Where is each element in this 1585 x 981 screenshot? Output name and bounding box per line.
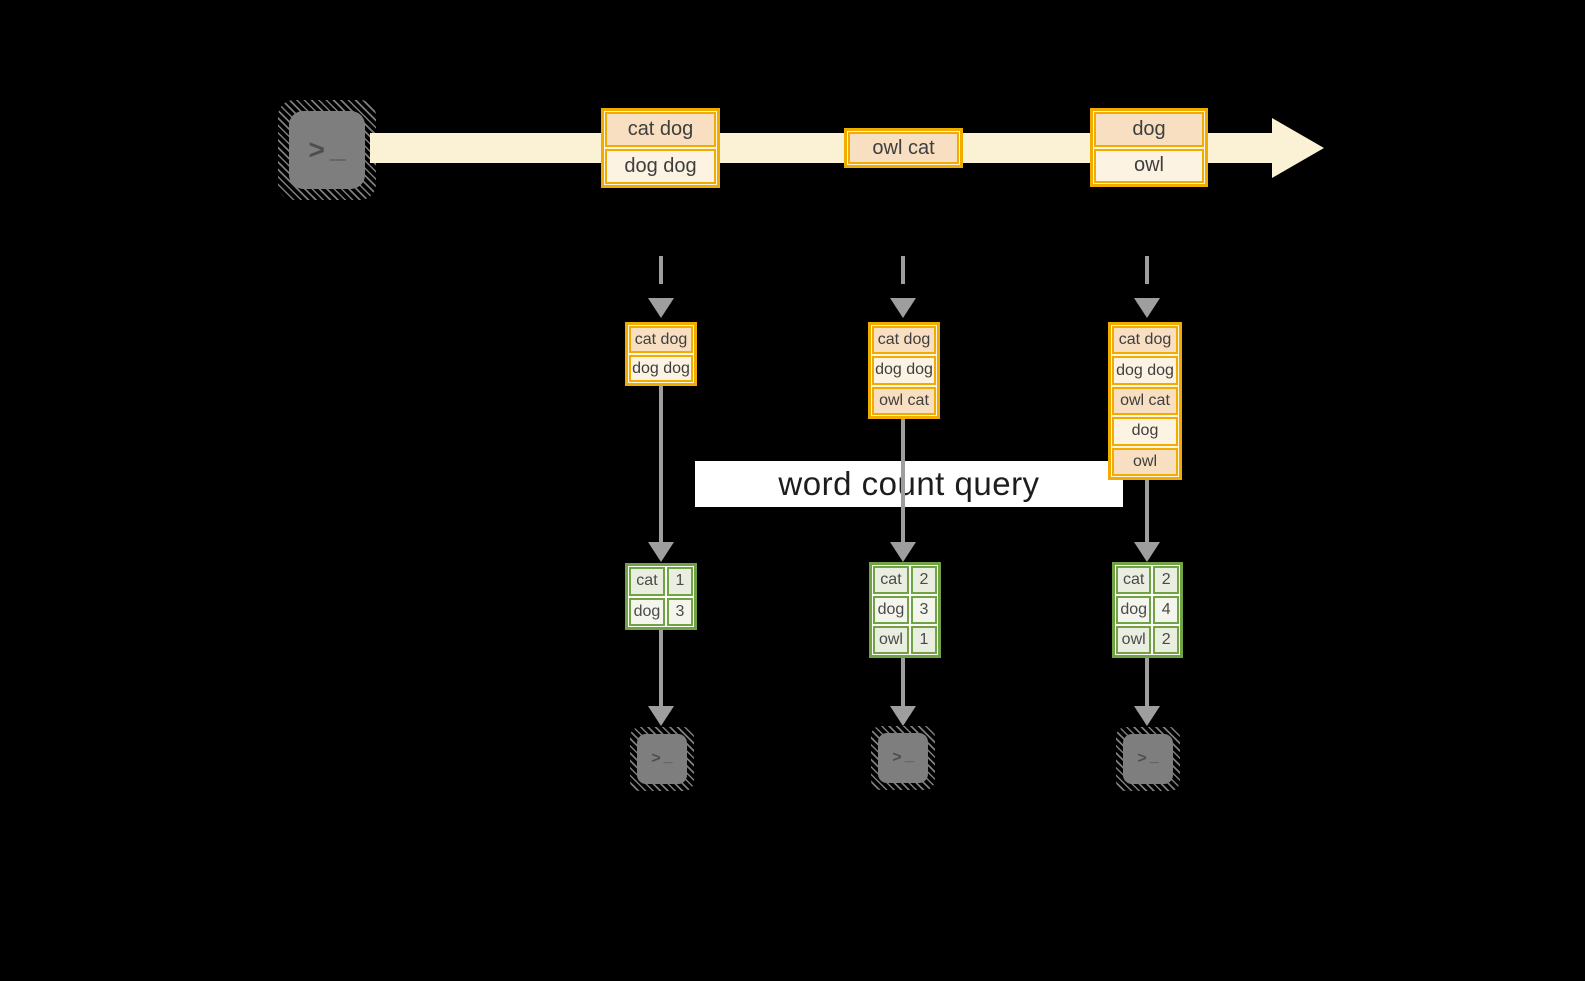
sink-arrow-1	[659, 628, 663, 706]
input-record: cat dog	[629, 326, 693, 353]
dashed-arrowhead-3-icon	[1134, 298, 1160, 318]
prompt-gt-glyph: >	[308, 134, 325, 165]
prompt-underscore-glyph: _	[329, 132, 346, 163]
table-row: dog 4	[1115, 595, 1180, 625]
input-record: owl	[1112, 447, 1178, 477]
word-cell: owl	[873, 626, 909, 654]
stream-arrowhead-icon	[1272, 118, 1324, 178]
stream-batch-3: dog owl	[1090, 108, 1208, 187]
prompt-gt-glyph: >	[892, 749, 902, 766]
terminal-icon: > _	[637, 734, 687, 784]
table-row: cat 1	[628, 566, 694, 597]
source-terminal-icon: > _	[278, 100, 376, 200]
result-table-3: cat 2 dog 4 owl 2	[1112, 562, 1183, 658]
word-cell: dog	[873, 596, 909, 624]
dashed-arrow-2	[901, 256, 905, 294]
result-table-1: cat 1 dog 3	[625, 563, 697, 630]
input-table-3: cat dog dog dog owl cat dog owl	[1108, 322, 1182, 480]
word-cell: cat	[873, 566, 909, 594]
count-cell: 2	[1153, 626, 1179, 654]
sink-terminal-icon-3: > _	[1116, 727, 1180, 791]
count-cell: 1	[910, 626, 937, 654]
terminal-icon: > _	[289, 111, 365, 189]
dashed-arrow-1	[659, 256, 663, 294]
query-arrowhead-2-icon	[890, 542, 916, 562]
sink-terminal-icon-1: > _	[630, 727, 694, 791]
stream-record: owl	[1094, 148, 1204, 183]
query-arrow-3	[1145, 477, 1149, 542]
sink-arrowhead-2-icon	[890, 706, 916, 726]
count-cell: 2	[1153, 566, 1179, 594]
dashed-arrow-3	[1145, 256, 1149, 294]
count-cell: 1	[666, 567, 693, 596]
word-cell: dog	[1116, 596, 1152, 624]
word-cell: dog	[629, 597, 665, 626]
table-row: owl 1	[872, 625, 938, 655]
input-record: dog dog	[872, 356, 936, 385]
input-record: dog dog	[629, 355, 693, 382]
input-record: cat dog	[872, 326, 936, 355]
query-arrow-1	[659, 384, 663, 542]
dashed-arrowhead-2-icon	[890, 298, 916, 318]
table-row: dog 3	[628, 597, 694, 628]
table-row: dog 3	[872, 595, 938, 625]
query-arrow-2	[901, 415, 905, 542]
count-cell: 2	[910, 566, 937, 594]
stream-record: dog	[1094, 112, 1204, 147]
input-table-2: cat dog dog dog owl cat	[868, 322, 940, 419]
dashed-arrowhead-1-icon	[648, 298, 674, 318]
sink-arrow-2	[901, 656, 905, 706]
word-cell: cat	[629, 567, 665, 596]
input-record: owl cat	[872, 386, 936, 415]
count-cell: 3	[666, 597, 693, 626]
query-arrowhead-1-icon	[648, 542, 674, 562]
sink-arrow-3	[1145, 656, 1149, 706]
prompt-gt-glyph: >	[651, 750, 661, 767]
count-cell: 4	[1153, 596, 1179, 624]
query-band: word count query	[695, 461, 1123, 507]
input-record: cat dog	[1112, 326, 1178, 355]
stream-batch-2: owl cat	[844, 128, 963, 168]
input-record: dog dog	[1112, 356, 1178, 385]
sink-terminal-icon-2: > _	[871, 726, 935, 790]
sink-arrowhead-1-icon	[648, 706, 674, 726]
input-table-1: cat dog dog dog	[625, 322, 697, 386]
query-label: word count query	[778, 465, 1040, 502]
prompt-underscore-glyph: _	[663, 748, 673, 765]
table-row: cat 2	[1115, 565, 1180, 595]
word-cell: cat	[1116, 566, 1152, 594]
result-table-2: cat 2 dog 3 owl 1	[869, 562, 941, 658]
table-row: owl 2	[1115, 625, 1180, 655]
table-row: cat 2	[872, 565, 938, 595]
terminal-icon: > _	[878, 733, 928, 783]
stream-record: dog dog	[605, 149, 716, 184]
count-cell: 3	[910, 596, 937, 624]
prompt-underscore-glyph: _	[1149, 748, 1159, 765]
prompt-underscore-glyph: _	[904, 747, 914, 764]
stream-batch-1: cat dog dog dog	[601, 108, 720, 188]
stream-record: cat dog	[605, 112, 716, 147]
prompt-gt-glyph: >	[1137, 750, 1147, 767]
stream-record: owl cat	[848, 132, 959, 164]
input-record: dog	[1112, 417, 1178, 446]
input-record: owl cat	[1112, 386, 1178, 416]
sink-arrowhead-3-icon	[1134, 706, 1160, 726]
query-arrowhead-3-icon	[1134, 542, 1160, 562]
word-cell: owl	[1116, 626, 1152, 654]
terminal-icon: > _	[1123, 734, 1173, 784]
